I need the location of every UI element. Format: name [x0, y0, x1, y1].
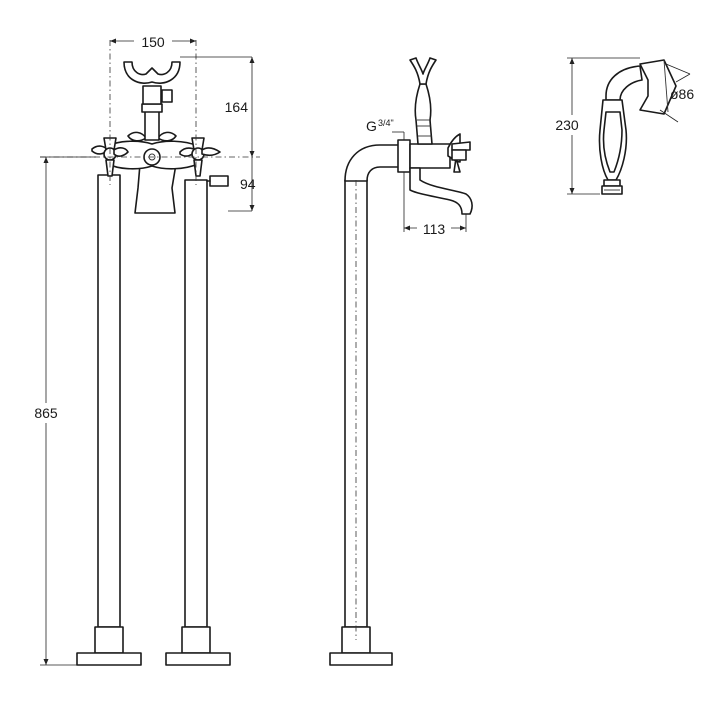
thread-label-base: G	[366, 118, 377, 134]
left-floor-flange	[76, 626, 142, 666]
front-dimensions: 150 164 94 865	[28, 33, 256, 666]
front-spout-body	[134, 163, 177, 214]
shower-holder-column	[123, 61, 181, 141]
side-cross-handle	[447, 133, 471, 173]
dim-94: 94	[240, 176, 256, 192]
side-elbow	[344, 144, 401, 182]
hand-shower	[598, 59, 677, 195]
side-view	[329, 57, 473, 666]
front-view	[40, 40, 260, 666]
dim-865: 865	[34, 405, 58, 421]
thread-label-fraction: 3/4"	[378, 118, 394, 128]
right-cross-handle	[179, 137, 221, 177]
side-shower-holder	[409, 57, 437, 145]
hand-shower-dimensions: 230 ø86	[550, 57, 694, 195]
dim-86: ø86	[670, 86, 694, 102]
hose-outlet	[209, 175, 229, 187]
diverter-knob	[127, 131, 177, 166]
g34-connector-nut	[397, 139, 411, 173]
dim-113: 113	[423, 221, 446, 237]
dim-164: 164	[225, 99, 249, 115]
right-floor-flange	[165, 626, 231, 666]
side-floor-flange	[329, 626, 393, 666]
right-pillar	[184, 179, 208, 628]
svg-text:G: G	[366, 118, 377, 134]
left-pillar	[97, 174, 121, 628]
dim-230: 230	[555, 117, 579, 133]
dim-150: 150	[141, 34, 165, 50]
side-dimensions: G 3/4" 113	[366, 118, 467, 237]
side-bath-spout	[409, 167, 473, 215]
